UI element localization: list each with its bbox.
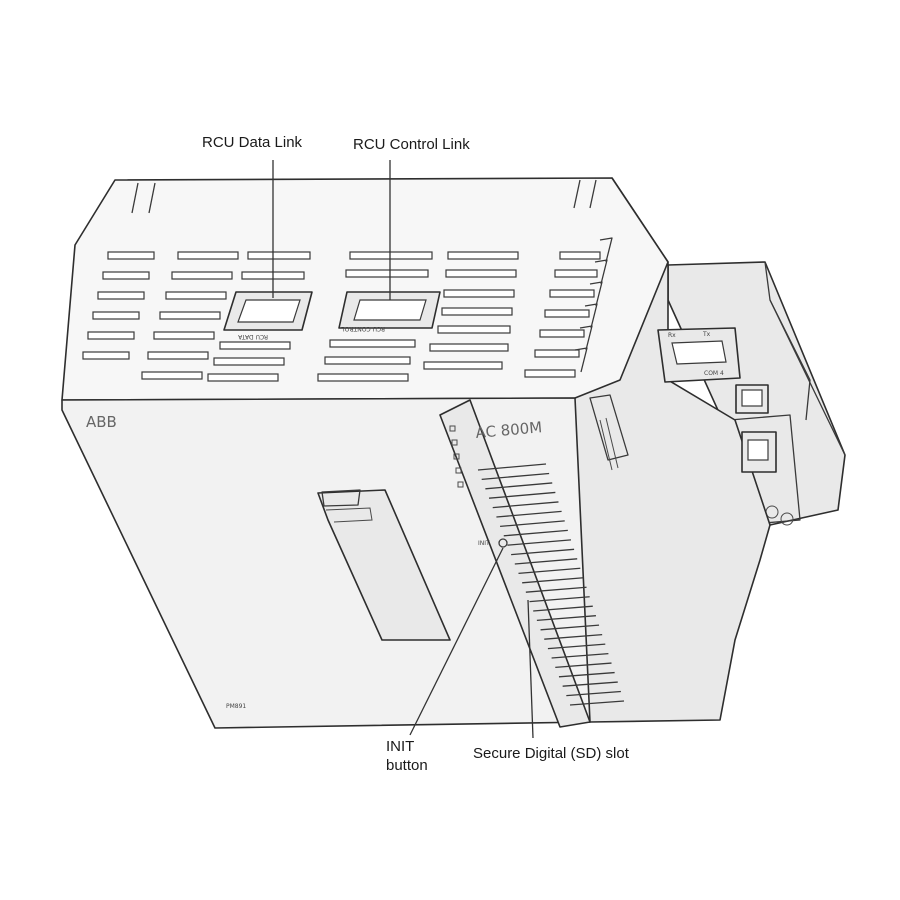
sd-rib — [551, 652, 609, 659]
sd-rib — [558, 671, 615, 678]
sd-rib — [496, 510, 562, 518]
sd-rib — [481, 472, 550, 481]
rcu-data-port: RCU DATA — [223, 291, 313, 340]
sd-rib — [533, 605, 593, 612]
sd-rib — [503, 529, 568, 537]
init-push-button: INIT — [478, 538, 508, 548]
top-right-ribs — [574, 237, 613, 373]
top-vents-right — [317, 251, 601, 382]
sd-rib — [525, 586, 587, 593]
side-label-area — [589, 394, 629, 471]
top-edge-marks — [131, 179, 597, 214]
sd-rib — [540, 624, 600, 631]
brand-logo-text: ABB — [86, 413, 117, 431]
sd-rib — [477, 463, 547, 471]
sd-rib — [544, 633, 603, 640]
rcu-control-port-marking: RCU CONTROL — [341, 325, 385, 332]
sd-rib — [492, 501, 559, 509]
rcu-data-port-marking: RCU DATA — [237, 333, 268, 340]
sd-rib — [569, 700, 625, 706]
sd-rib — [511, 548, 575, 556]
controller-top-face — [61, 177, 669, 401]
tx-marking: Tx — [702, 331, 711, 338]
sd-rib — [529, 596, 590, 603]
sd-rib — [500, 520, 565, 528]
sd-rib — [488, 491, 556, 499]
controller-front-face — [61, 397, 591, 729]
bottom-marking: PM891 — [226, 703, 246, 710]
init-button-label-line1: INIT — [386, 738, 415, 755]
sd-rib — [536, 615, 596, 622]
side-terminals — [735, 384, 777, 473]
sd-rib — [507, 539, 572, 546]
sd-slot-label: Secure Digital (SD) slot — [473, 745, 629, 762]
led-indicators — [449, 425, 464, 488]
sd-rib — [514, 558, 578, 565]
init-marking: INIT — [478, 540, 490, 547]
leader-lines — [272, 160, 534, 739]
ethernet-com4-connector: Rx Tx COM 4 — [657, 327, 741, 383]
rcu-control-link-label: RCU Control Link — [353, 136, 470, 153]
sd-rib — [562, 681, 618, 687]
com-marking: COM 4 — [704, 370, 724, 377]
sd-rib — [485, 482, 553, 490]
rcu-data-link-label: RCU Data Link — [202, 134, 303, 151]
sd-rib — [566, 690, 621, 697]
model-marking: AC 800M — [475, 418, 543, 442]
front-label-plate — [317, 489, 451, 641]
sd-slot-ribs — [477, 463, 625, 706]
sd-rib — [555, 662, 612, 669]
init-button-label-line2: button — [386, 757, 428, 774]
sd-rib — [522, 577, 584, 584]
rx-marking: Rx — [668, 332, 676, 339]
rcu-control-port: RCU CONTROL — [338, 291, 441, 332]
sd-rib — [518, 567, 581, 575]
sd-rib — [547, 643, 606, 650]
